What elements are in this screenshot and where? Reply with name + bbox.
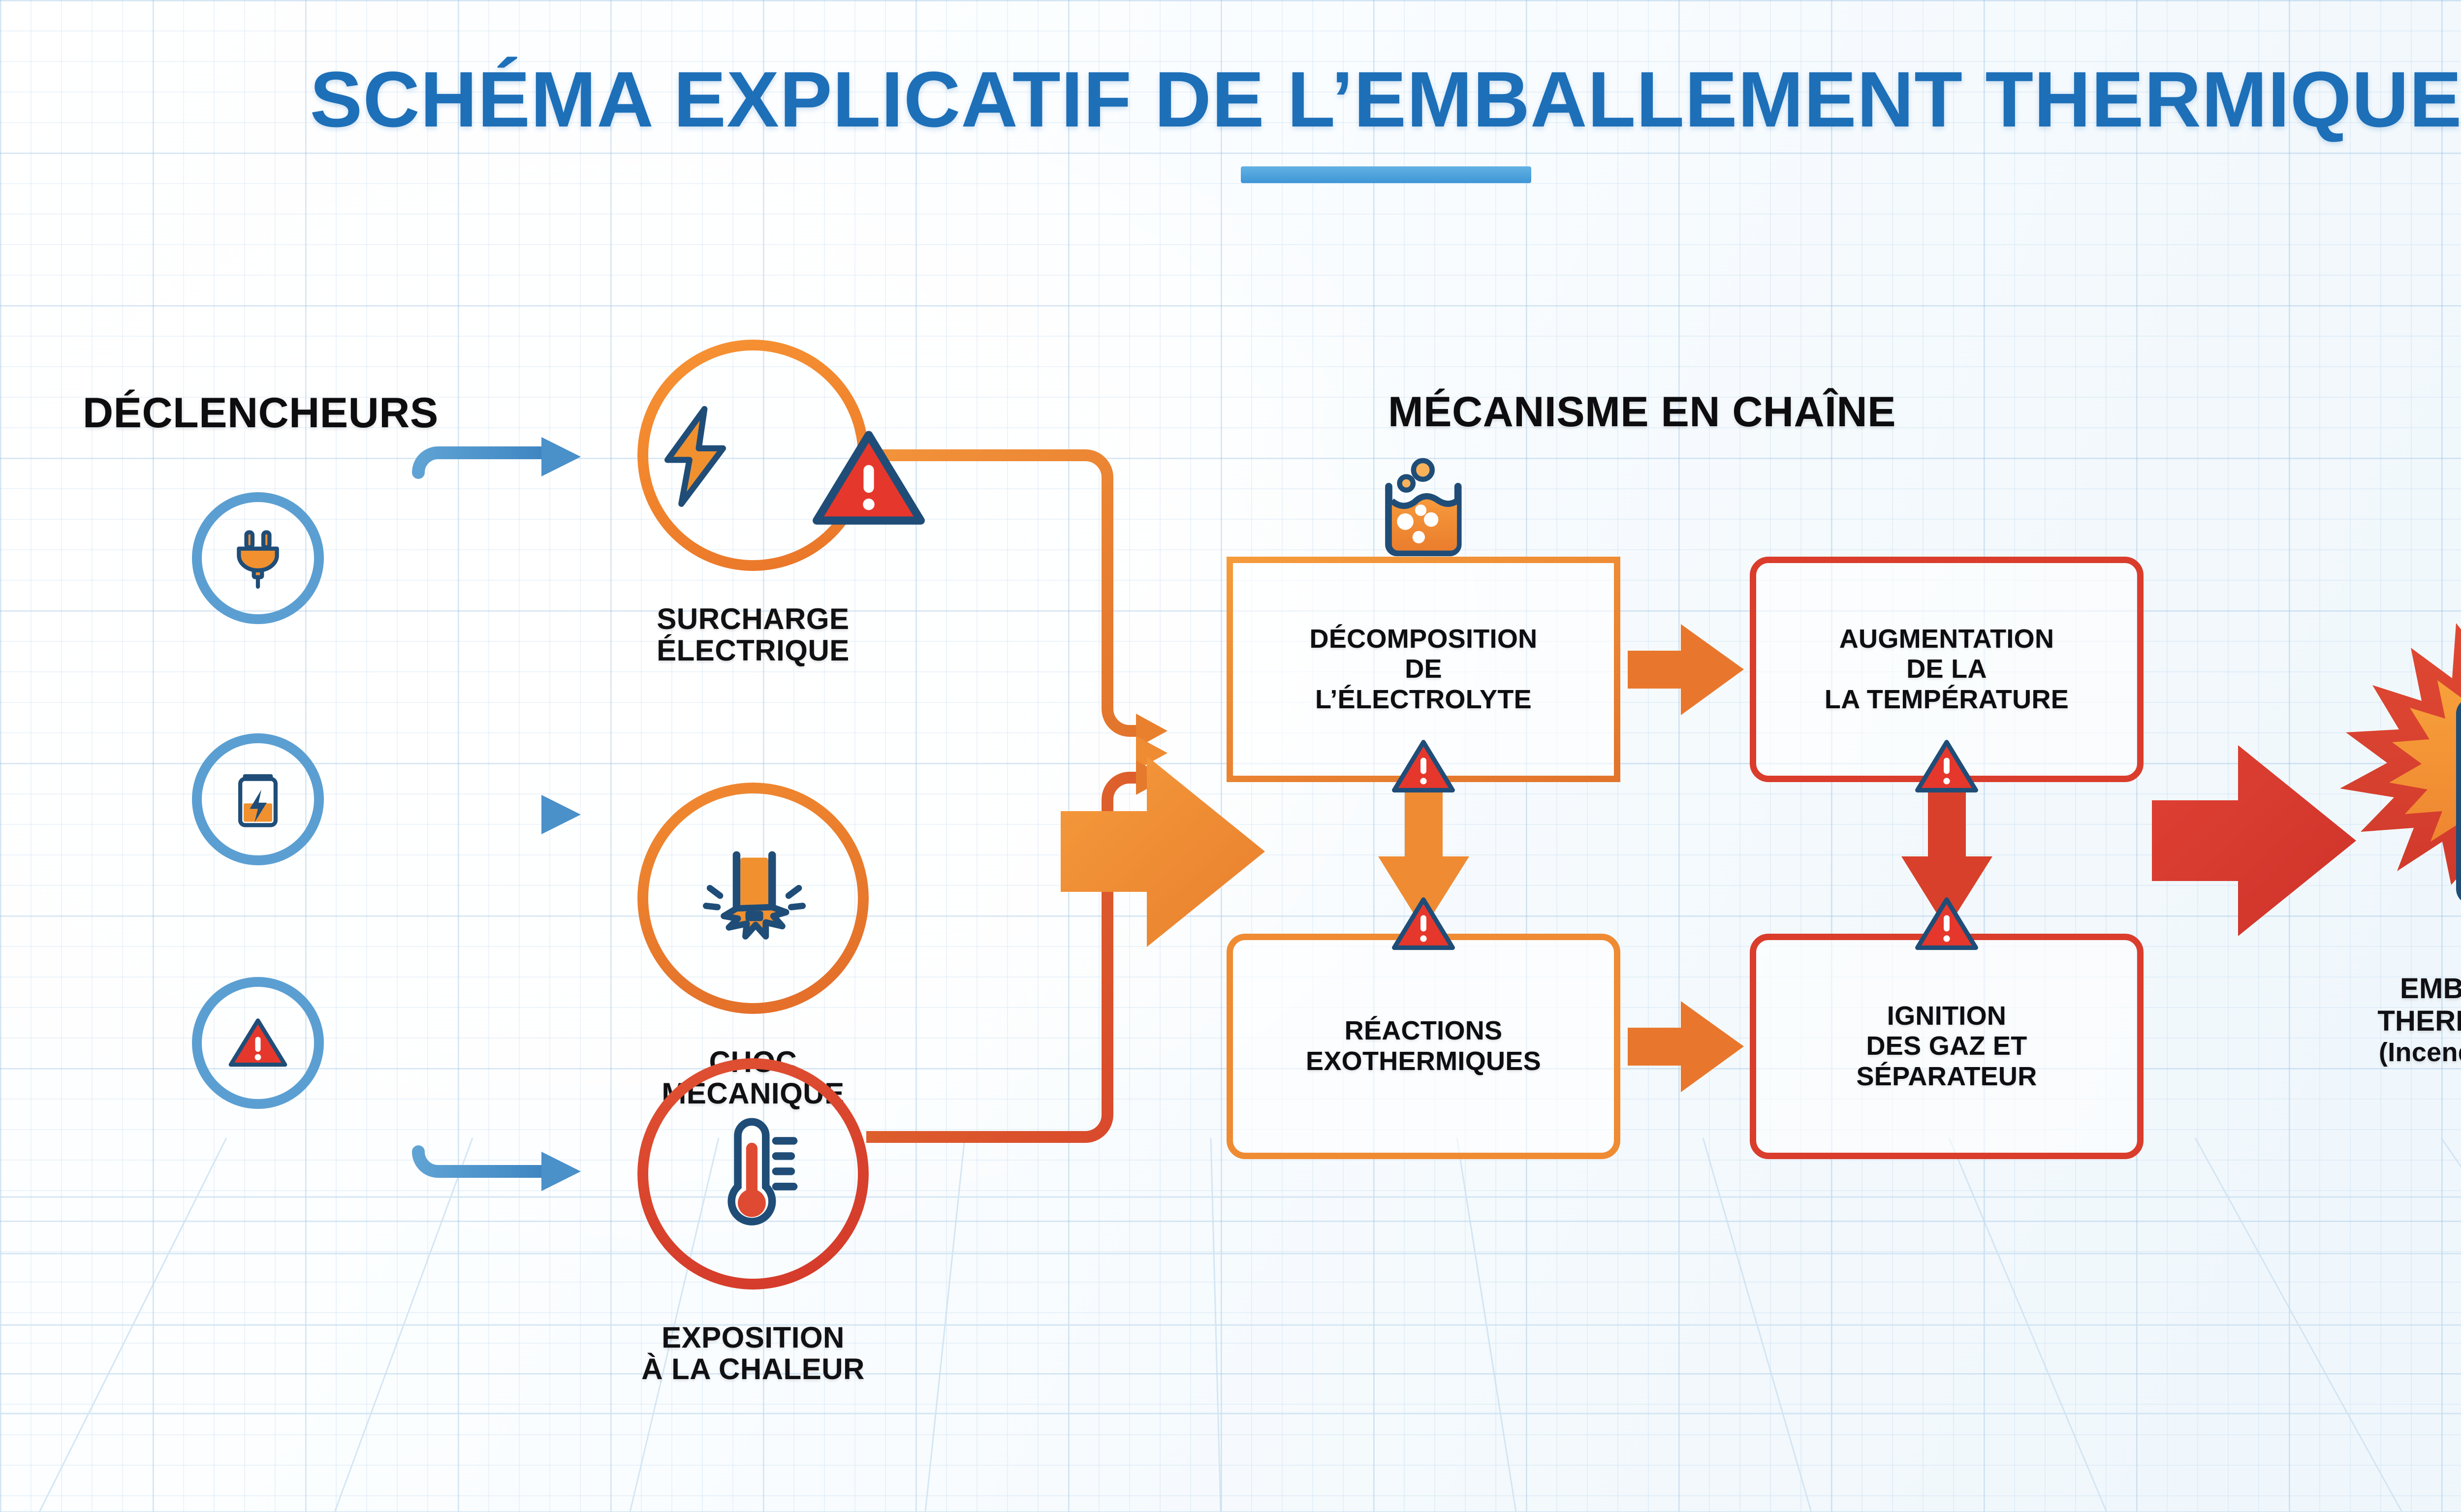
chain-box-2-line1: RÉACTIONS — [1344, 1016, 1503, 1046]
chain-section-heading: MÉCANISME EN CHAÎNE — [1388, 388, 1896, 436]
warning-triangle-icon — [813, 431, 925, 525]
thermometer-icon — [727, 1118, 798, 1226]
warning-triangle-icon — [1392, 897, 1455, 950]
chain-box-1-line2: DE LA — [1906, 654, 1987, 684]
battery-icon — [238, 774, 278, 827]
final-red-arrow — [2152, 745, 2356, 936]
page-title: SCHÉMA EXPLICATIF DE L’EMBALLEMENT THERM… — [310, 55, 2461, 143]
chain-box-3-line1: IGNITION — [1887, 1001, 2007, 1031]
chain-box-2-line2: EXOTHERMIQUES — [1306, 1046, 1541, 1076]
chain-box-3-line2: DES GAZ ET — [1866, 1031, 2027, 1061]
exploding-battery-graphic — [2333, 596, 2461, 960]
chain-arrow-right-top — [1628, 624, 1744, 715]
chain-box-0-line2: DE — [1405, 654, 1442, 684]
trigger-ring-2 — [637, 1058, 869, 1290]
chain-box-ignition-gaz[interactable]: IGNITION DES GAZ ET SÉPARATEUR — [1750, 934, 2144, 1159]
chain-box-1-line1: AUGMENTATION — [1839, 624, 2054, 654]
battery-impact-icon — [703, 851, 806, 940]
trigger-label-0-line1: SURCHARGE — [657, 602, 850, 635]
final-label-line3: (Incendie/Explosion) — [2378, 1038, 2461, 1068]
trigger-node-exposition-chaleur[interactable]: EXPOSITION À LA CHALEUR — [637, 1058, 869, 1385]
chain-box-reactions-exothermiques[interactable]: RÉACTIONS EXOTHERMIQUES — [1227, 934, 1620, 1159]
blue-connector-bus — [412, 437, 581, 1191]
chain-box-2-text: RÉACTIONS EXOTHERMIQUES — [1289, 1016, 1558, 1076]
chain-box-3-text: IGNITION DES GAZ ET SÉPARATEUR — [1839, 1001, 2053, 1092]
chain-arrow-down-right — [1901, 783, 1992, 929]
orange-converge-bus — [866, 449, 1167, 1143]
exploding-battery-icon — [2340, 623, 2461, 901]
warning-triangle-icon — [228, 1018, 287, 1067]
chain-box-3-line3: SÉPARATEUR — [1856, 1061, 2037, 1091]
trigger-label-2: EXPOSITION À LA CHALEUR — [637, 1322, 869, 1385]
warning-triangle-icon — [1915, 740, 1978, 793]
beaker-bubbles-icon — [1385, 458, 1462, 557]
trigger-label-0-line2: ÉLECTRIQUE — [657, 633, 850, 667]
chain-box-decomposition[interactable]: DÉCOMPOSITION DE L’ÉLECTROLYTE — [1227, 557, 1620, 782]
trigger-ring-1 — [637, 783, 869, 1014]
chain-box-0-line3: L’ÉLECTROLYTE — [1315, 684, 1532, 714]
triggers-section-heading: DÉCLENCHEURS — [83, 389, 439, 437]
source-circle-battery — [192, 733, 324, 865]
final-outcome-label: EMBALLEMENT THERMIQUE FINAL (Incendie/Ex… — [2333, 973, 2461, 1068]
chain-box-0-line1: DÉCOMPOSITION — [1309, 624, 1538, 654]
trigger-label-2-line1: EXPOSITION — [662, 1321, 845, 1354]
plug-icon — [237, 530, 279, 589]
final-label-line2: THERMIQUE FINAL — [2377, 1005, 2461, 1038]
perspective-floor-grid — [0, 1138, 2461, 1512]
trigger-label-0: SURCHARGE ÉLECTRIQUE — [637, 603, 869, 666]
mega-orange-arrow — [1061, 756, 1265, 947]
trigger-node-surcharge-electrique[interactable]: SURCHARGE ÉLECTRIQUE — [637, 340, 925, 666]
final-label-line1: EMBALLEMENT — [2400, 973, 2461, 1005]
source-circle-warning — [192, 977, 324, 1109]
warning-triangle-icon — [1392, 740, 1455, 793]
trigger-ring-0 — [637, 340, 925, 571]
title-underline-rule — [1241, 166, 1531, 183]
chain-box-1-line3: LA TEMPÉRATURE — [1824, 684, 2069, 714]
lightning-bolt-icon — [664, 406, 726, 507]
source-circle-plug — [192, 492, 324, 624]
warning-triangle-icon — [1915, 897, 1978, 950]
chain-arrow-right-bottom — [1628, 1001, 1744, 1092]
chain-box-1-text: AUGMENTATION DE LA LA TEMPÉRATURE — [1808, 624, 2085, 715]
title-block: SCHÉMA EXPLICATIF DE L’EMBALLEMENT THERM… — [0, 54, 2461, 183]
trigger-label-2-line2: À LA CHALEUR — [641, 1352, 865, 1386]
final-outcome-node[interactable]: EMBALLEMENT THERMIQUE FINAL (Incendie/Ex… — [2333, 596, 2461, 1068]
chain-arrow-down-left — [1378, 783, 1469, 929]
chain-box-0-text: DÉCOMPOSITION DE L’ÉLECTROLYTE — [1293, 624, 1554, 715]
